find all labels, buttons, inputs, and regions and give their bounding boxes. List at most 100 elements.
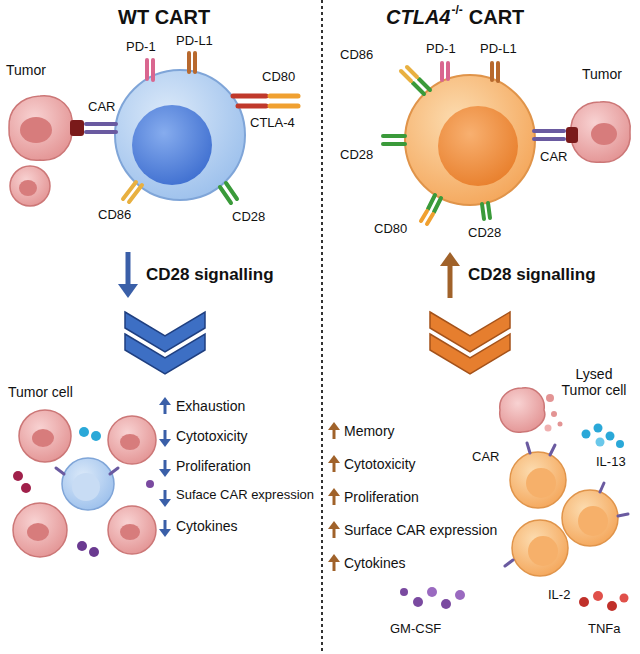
- cd86-ligand: [407, 67, 417, 77]
- car-receptor: [534, 127, 578, 143]
- pd1-receptor: [442, 63, 448, 80]
- panel-title: -/-: [451, 4, 462, 18]
- pdl1-receptor: [189, 53, 195, 72]
- panel-title: CTLA4: [386, 6, 450, 29]
- cytokine-label: IL-13: [596, 455, 626, 470]
- trend-arrow: [159, 499, 171, 507]
- pd1-receptor: [446, 63, 450, 79]
- cd80-ligand: [421, 211, 427, 221]
- cytokine-dots: [89, 547, 99, 557]
- effect-label: Cytokines: [344, 555, 405, 571]
- effect-label: Proliferation: [176, 458, 251, 474]
- tumor-cluster: [27, 523, 49, 541]
- car-receptor: [70, 120, 84, 136]
- tumor-cluster: [32, 429, 54, 447]
- car-receptor: [70, 120, 116, 136]
- cd28-receptor: [220, 183, 237, 203]
- cytokine-dots: [13, 427, 154, 557]
- ctla4-receptor: [233, 94, 266, 99]
- car-receptor: [600, 483, 604, 492]
- ctla4-ko-cart-cell: [405, 75, 535, 205]
- car-receptor: [86, 122, 116, 126]
- tumor-cell: [9, 96, 72, 160]
- up-arrow: [448, 264, 453, 298]
- cd80-ligand: [270, 96, 298, 106]
- receptor-label: CD28: [468, 226, 501, 241]
- tumor-cell: [571, 102, 630, 162]
- cd86-ligand: [401, 71, 411, 81]
- cd80-ligand: [421, 211, 433, 224]
- ctla4-receptor: [238, 104, 266, 109]
- pdl1-receptor: [496, 63, 500, 81]
- cytokine-dots: [579, 597, 589, 607]
- pd1-receptor: [145, 60, 149, 79]
- ctla4-ko-cart-cell: [405, 75, 535, 205]
- signal-label: CD28 signalling: [146, 265, 274, 285]
- cd80-ligand: [270, 94, 298, 99]
- cytokine-label: GM-CSF: [390, 622, 441, 637]
- cytokine-label: TNFa: [588, 622, 621, 637]
- tumor-cluster: [108, 416, 156, 464]
- exhausted-cart-cell: [72, 473, 100, 501]
- ctla4-ko-cart-cells: [526, 468, 556, 498]
- receptor-label: PD-L1: [480, 42, 517, 57]
- car-receptor: [505, 443, 628, 566]
- divider: [322, 0, 323, 654]
- trend-arrow: [164, 490, 167, 500]
- car-receptor: [505, 560, 513, 566]
- pdl1-receptor: [490, 63, 494, 80]
- cd86-ligand: [401, 67, 417, 81]
- ctla4-ko-cart-cell: [438, 106, 518, 186]
- car-receptor: [86, 130, 116, 134]
- car-receptor: [527, 443, 530, 453]
- lysed-tumor-cell: [546, 394, 554, 402]
- lysed-tumor-cell: [500, 388, 545, 432]
- cd28-receptor: [482, 204, 484, 219]
- down-arrow: [126, 252, 131, 286]
- tumor-cell: [591, 123, 617, 145]
- panel-title: WT CART: [118, 6, 210, 29]
- trend-arrow: [333, 561, 336, 571]
- cd86-ligand: [129, 185, 142, 202]
- receptor-label: CAR: [472, 450, 499, 465]
- effect-label: Memory: [344, 423, 395, 439]
- signal-label: CD28 signalling: [468, 265, 596, 285]
- cytokine-dots: [400, 424, 629, 612]
- trend-arrow: [328, 488, 340, 496]
- cytokine-dots: [616, 440, 624, 448]
- receptor-label: CD86: [98, 208, 131, 223]
- tumor-cluster: [13, 410, 156, 557]
- up-arrow: [440, 252, 460, 266]
- lysed-tumor-cell: [558, 422, 563, 427]
- exhausted-cart-cell: [56, 468, 64, 474]
- tumor-cell: [571, 102, 630, 162]
- ctla4-ko-cart-cells: [578, 506, 608, 536]
- ctla4-ko-cart-cells: [512, 520, 568, 576]
- tumor-cell: [19, 180, 37, 196]
- down-arrow: [118, 252, 138, 298]
- trend-arrow: [333, 495, 336, 505]
- exhausted-cart-cell: [110, 468, 118, 474]
- tumor-cluster: [108, 506, 156, 554]
- cytokine-dots: [77, 541, 87, 551]
- chevrons: [430, 334, 510, 374]
- effect-label: Cytotoxicity: [176, 428, 248, 444]
- receptor-label: CD28: [232, 210, 265, 225]
- cytokine-dots: [596, 438, 605, 447]
- trend-arrow: [328, 455, 340, 463]
- cd28-receptor: [383, 134, 405, 138]
- exhausted-cart-cell: [56, 458, 118, 510]
- ctla4-ko-cart-cells: [510, 452, 566, 508]
- trend-arrow: [159, 469, 171, 477]
- chevrons: [125, 334, 205, 374]
- ctla4-ko-cart-cells: [528, 536, 558, 566]
- effect-label: Cytotoxicity: [344, 456, 416, 472]
- receptor-label: CD80: [374, 222, 407, 237]
- tumor-cell: [9, 96, 72, 206]
- cd28-receptor: [419, 79, 430, 90]
- cd80-ligand: [427, 214, 433, 224]
- car-receptor: [618, 514, 628, 516]
- effect-label: Proliferation: [344, 489, 419, 505]
- car-receptor: [534, 129, 564, 133]
- cd28-receptor: [383, 142, 405, 146]
